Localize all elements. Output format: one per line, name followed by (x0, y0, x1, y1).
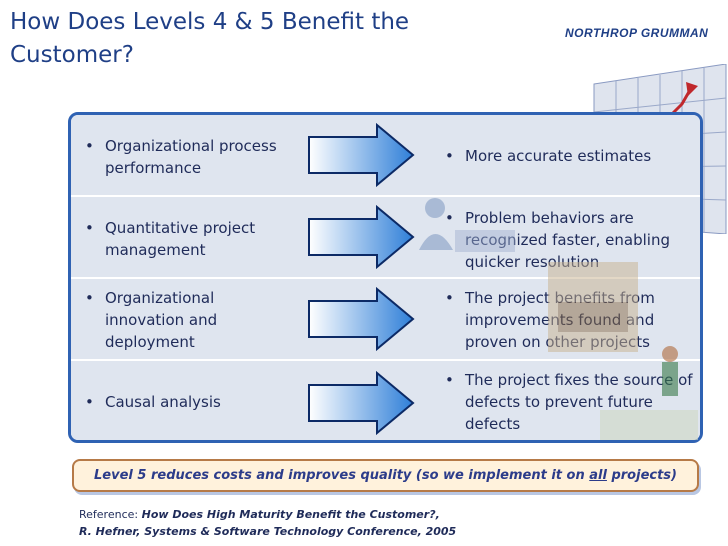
bullet: • (445, 147, 454, 165)
person-clipart (600, 346, 698, 440)
right-arrow-icon (308, 287, 415, 351)
northrop-grumman-logo: NORTHROP GRUMMAN (565, 26, 709, 40)
level5-benefit-banner: Level 5 reduces costs and improves quali… (72, 459, 699, 492)
process-area-item: • Causal analysis (85, 393, 221, 411)
reference-citation: Reference: How Does High Maturity Benefi… (79, 508, 457, 538)
benefit-row: • Organizational process performance • M… (71, 115, 700, 195)
process-area-item: • Quantitative project management (85, 219, 256, 259)
bullet: • (445, 289, 454, 307)
bullet: • (85, 137, 94, 155)
right-arrow-icon (308, 205, 415, 269)
meeting-people-clipart (419, 198, 515, 252)
right-arrow-icon (308, 371, 415, 435)
process-area-item: • Organizational innovation and deployme… (85, 289, 218, 351)
bullet: • (85, 219, 94, 237)
process-area-item: • Organizational process performance (85, 137, 277, 177)
right-arrow-icon (308, 123, 415, 187)
slide-title: How Does Levels 4 & 5 Benefit the Custom… (10, 9, 410, 68)
bullet: • (85, 393, 94, 411)
bullet: • (445, 371, 454, 389)
office-clipart (548, 262, 638, 352)
bullet: • (445, 209, 454, 227)
benefit-item: • The project fixes the source of defect… (445, 371, 693, 433)
benefit-row: • Causal analysis • The project fixes th… (71, 359, 700, 440)
benefit-item: • More accurate estimates (445, 147, 652, 165)
bullet: • (85, 289, 94, 307)
benefit-item: • Problem behaviors are recognized faste… (445, 209, 670, 271)
